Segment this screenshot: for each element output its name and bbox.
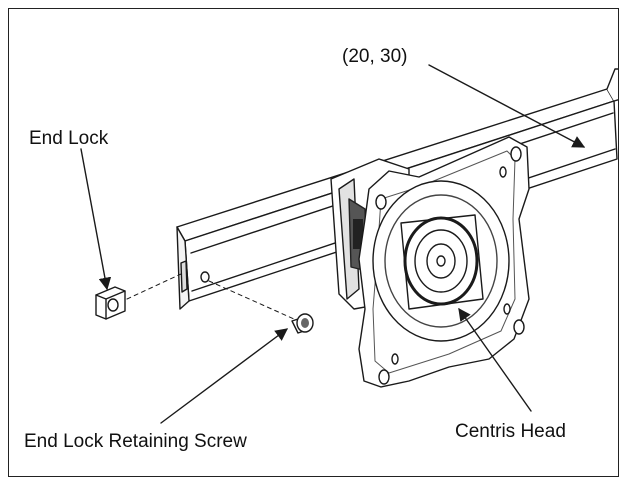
centris-head-plate — [358, 136, 530, 388]
mount-hole — [499, 166, 507, 178]
leader-arrow-head — [458, 307, 532, 412]
mount-hole — [375, 194, 387, 210]
end-lock-screw-label: End Lock Retaining Screw — [24, 431, 247, 452]
end-lock-part — [95, 286, 126, 320]
mount-hole — [391, 353, 399, 365]
mount-hole — [510, 146, 522, 162]
assembly-guide-line — [126, 273, 182, 300]
leader-arrow-end-lock — [80, 148, 112, 291]
leader-arrow-screw — [160, 328, 289, 424]
coordinate-label: (20, 30) — [342, 46, 408, 67]
centris-head-label: Centris Head — [455, 421, 566, 442]
mount-hole — [503, 303, 511, 315]
assembly-guide-line — [208, 280, 295, 320]
end-lock-screw-part — [291, 313, 314, 334]
diagram-frame: (20, 30) End Lock End Lock Retaining Scr… — [8, 8, 619, 477]
rail-screw-hole — [200, 271, 210, 283]
mount-hole — [378, 369, 390, 385]
leader-arrow-coordinate — [428, 64, 586, 148]
mount-hole — [513, 319, 525, 335]
assembly-illustration — [80, 64, 618, 424]
hub-center-dot — [436, 255, 446, 267]
rail-far-end — [606, 68, 618, 102]
end-lock-label: End Lock — [29, 128, 109, 149]
rail-end-slot — [180, 260, 188, 293]
